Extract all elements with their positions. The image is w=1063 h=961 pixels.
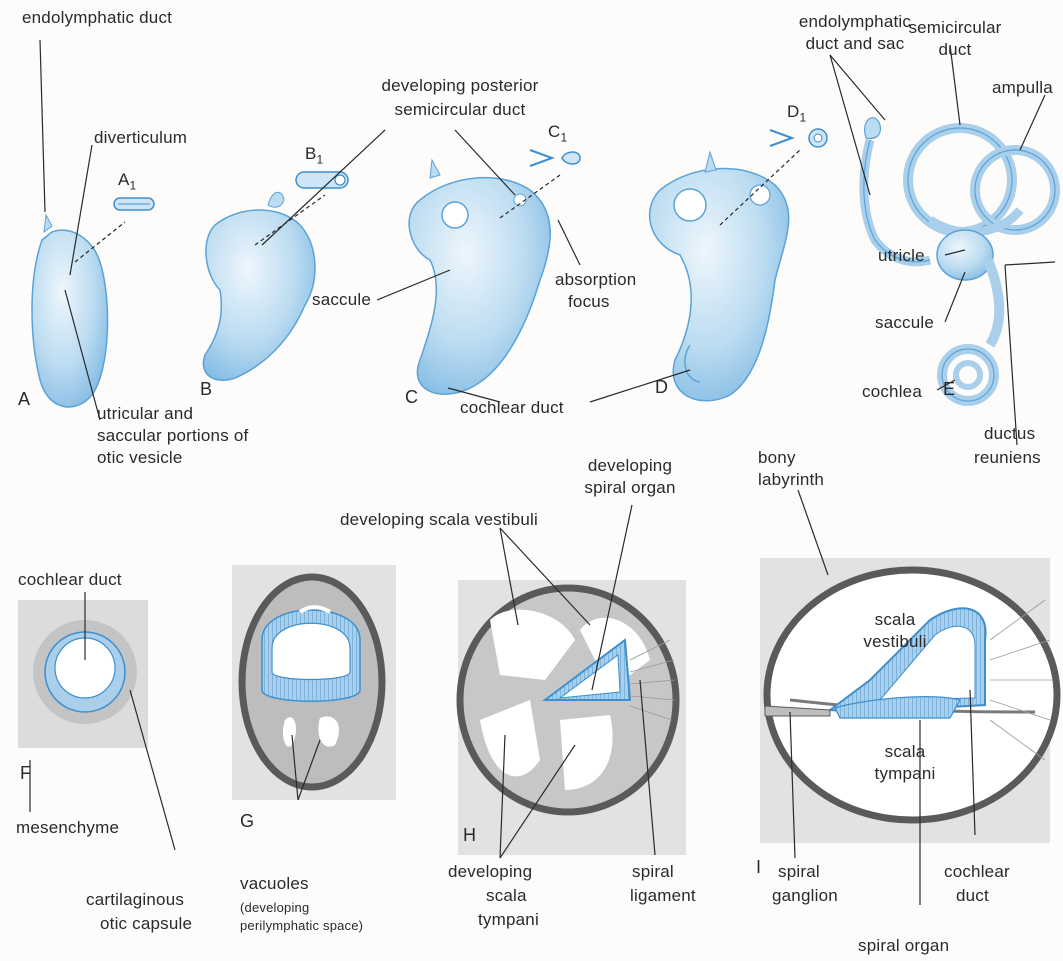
label-developing-st-2: scala xyxy=(486,886,527,905)
label-cochlear-duct-i-2: duct xyxy=(956,886,989,905)
label-saccule-c: saccule xyxy=(312,290,371,309)
label-developing-st-1: developing xyxy=(448,862,532,881)
stage-a1-section xyxy=(114,198,154,210)
label-developing-perilymphatic: (developing xyxy=(240,900,309,915)
label-endolymphatic-sac: endolymphatic xyxy=(790,12,920,31)
label-bony: bony xyxy=(758,448,796,467)
label-developing-st-3: tympani xyxy=(478,910,539,929)
label-spiral-ligament-2: ligament xyxy=(630,886,696,905)
label-focus: focus xyxy=(568,292,610,311)
stage-a-vesicle xyxy=(32,215,108,407)
label-semicircular: semicircular xyxy=(905,18,1005,37)
label-vacuoles: vacuoles xyxy=(240,874,309,893)
label-cochlea: cochlea xyxy=(862,382,922,401)
stage-c-vesicle xyxy=(409,160,550,394)
label-spiral-ligament-1: spiral xyxy=(632,862,674,881)
label-ductus: ductus xyxy=(984,424,1035,443)
label-otic-vesicle: otic vesicle xyxy=(97,448,183,467)
label-mesenchyme: mesenchyme xyxy=(16,818,119,837)
label-d1: D1 xyxy=(787,102,806,127)
letter-a: A xyxy=(18,390,30,409)
label-scala-vestibuli-2: vestibuli xyxy=(850,632,940,651)
label-cartilaginous: cartilaginous xyxy=(86,890,184,909)
label-reuniens: reuniens xyxy=(974,448,1041,467)
label-semicircular-duct-top: semicircular duct xyxy=(330,100,590,119)
label-otic-capsule: otic capsule xyxy=(100,914,192,933)
label-duct-and-sac: duct and sac xyxy=(790,34,920,53)
label-cochlear-duct-f: cochlear duct xyxy=(18,570,122,589)
label-spiral-ganglion-2: ganglion xyxy=(772,886,838,905)
label-cochlear-duct-i-1: cochlear xyxy=(944,862,1010,881)
label-b1: B1 xyxy=(305,144,323,169)
label-ampulla: ampulla xyxy=(992,78,1053,97)
letter-i: I xyxy=(756,858,761,877)
label-absorption: absorption xyxy=(555,270,636,289)
label-developing-scala-vestibuli: developing scala vestibuli xyxy=(340,510,538,529)
label-scala-tympani-2: tympani xyxy=(860,764,950,783)
label-c1: C1 xyxy=(548,122,567,147)
label-developing-spiral-1: developing xyxy=(560,456,700,475)
label-spiral-ganglion-1: spiral xyxy=(778,862,820,881)
label-developing-spiral-2: spiral organ xyxy=(560,478,700,497)
letter-e: E xyxy=(943,380,955,399)
letter-b: B xyxy=(200,380,212,399)
label-saccule-e: saccule xyxy=(875,313,934,332)
label-a1: A1 xyxy=(118,170,136,195)
label-diverticulum: diverticulum xyxy=(94,128,187,147)
label-cochlear-duct-mid: cochlear duct xyxy=(460,398,564,417)
label-labyrinth: labyrinth xyxy=(758,470,824,489)
stage-b-vesicle xyxy=(203,192,315,380)
section-g xyxy=(232,565,396,800)
label-scala-tympani-1: scala xyxy=(860,742,950,761)
label-utricular-and: utricular and xyxy=(97,404,193,423)
label-endolymphatic-duct: endolymphatic duct xyxy=(22,8,172,27)
label-spiral-organ: spiral organ xyxy=(858,936,949,955)
label-scala-vestibuli-1: scala xyxy=(850,610,940,629)
letter-g: G xyxy=(240,812,254,831)
letter-h: H xyxy=(463,826,476,845)
label-utricle: utricle xyxy=(878,246,925,265)
letter-f: F xyxy=(20,764,31,783)
letter-c: C xyxy=(405,388,418,407)
stage-d-vesicle xyxy=(650,152,789,401)
label-semicircular-duct: duct xyxy=(905,40,1005,59)
stage-b1-section xyxy=(296,172,348,188)
stage-d1-section xyxy=(770,129,827,147)
label-saccular-portions: saccular portions of xyxy=(97,426,248,445)
letter-d: D xyxy=(655,378,668,397)
section-f xyxy=(18,600,148,748)
label-perilymphatic-space: perilymphatic space) xyxy=(240,918,363,933)
label-developing-posterior: developing posterior xyxy=(330,76,590,95)
stage-c1-section xyxy=(530,150,580,166)
section-i xyxy=(760,558,1057,843)
